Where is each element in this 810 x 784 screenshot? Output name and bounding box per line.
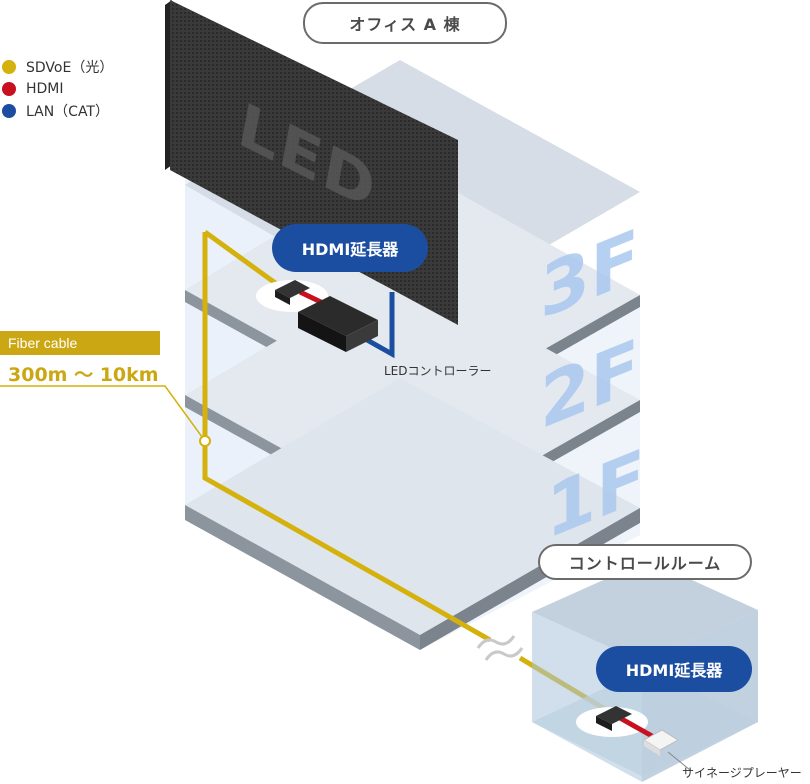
legend-dot-sdvoe <box>2 60 16 74</box>
led-controller <box>298 296 378 336</box>
led-controller-label: LEDコントローラー <box>384 364 492 378</box>
fiber-cable <box>202 232 492 643</box>
legend-label-sdvoe: SDVoE（光） <box>26 60 114 76</box>
cable-break-mark <box>476 635 524 661</box>
legend-label-hdmi: HDMI <box>26 81 64 97</box>
building-title: オフィス A 棟 <box>303 2 507 44</box>
lan-cable <box>358 292 395 359</box>
led-controller-front <box>298 312 346 352</box>
legend-item-lan: LAN（CAT） <box>2 100 113 122</box>
control-room-top <box>532 560 758 662</box>
hdmi-cable-control <box>618 715 654 739</box>
control-room-title: コントロールルーム <box>538 544 752 580</box>
hdmi-extender-3f-bubble: HDMI延長器 <box>272 224 428 272</box>
fiber-callout-dot <box>199 435 211 447</box>
signage-player-label: サイネージプレーヤー <box>682 766 802 780</box>
hdmi-extender-3f-front <box>275 290 290 305</box>
fiber-callout-line <box>0 385 206 442</box>
fiber-cable-length: 300m ～ 10km <box>8 364 159 386</box>
hdmi-extender-control-front <box>596 716 612 731</box>
fiber-cable-top <box>203 229 280 288</box>
legend-dot-lan <box>2 104 16 118</box>
hdmi-extender-control <box>596 706 632 724</box>
legend-dot-hdmi <box>2 82 16 96</box>
legend-label-lan: LAN（CAT） <box>26 104 109 120</box>
legend-item-sdvoe: SDVoE（光） <box>2 56 113 78</box>
led-controller-side <box>346 320 378 352</box>
hdmi-extender-3f <box>275 280 310 298</box>
hdmi-extender-control-bubble: HDMI延長器 <box>596 646 752 692</box>
floor-1-slab-edge-left <box>185 505 420 650</box>
legend-item-hdmi: HDMI <box>2 78 113 100</box>
signage-player-front <box>644 740 660 756</box>
signage-callout-line <box>667 751 691 771</box>
floor-1-slab <box>185 378 640 635</box>
legend: SDVoE（光） HDMI LAN（CAT） <box>2 56 113 122</box>
floor-1-slab-edge-right <box>420 508 640 650</box>
fiber-cable-tag: Fiber cable <box>0 331 160 355</box>
